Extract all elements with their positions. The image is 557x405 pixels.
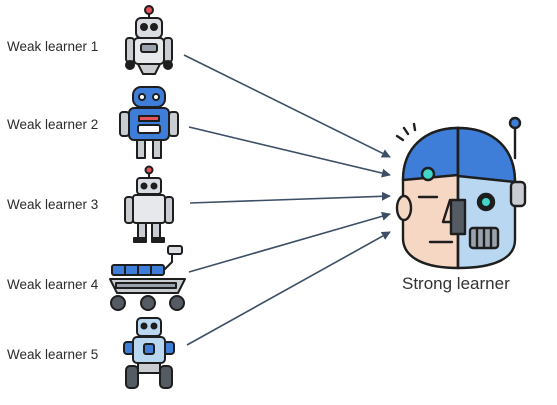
robot-gray-icon xyxy=(124,165,174,243)
robot-blue-icon xyxy=(119,86,179,159)
rover-robot-icon xyxy=(109,245,186,311)
weak-learner-4-label: Weak learner 4 xyxy=(7,277,99,292)
arrow-4 xyxy=(188,211,391,273)
robot-silver-icon xyxy=(125,5,173,75)
weak-learner-1-label: Weak learner 1 xyxy=(7,39,99,54)
robot-wheeled-icon xyxy=(123,317,175,389)
strong-learner-label: Strong learner xyxy=(402,274,510,293)
arrow-1 xyxy=(183,54,391,158)
weak-learner-2-label: Weak learner 2 xyxy=(7,117,99,132)
cyborg-head-icon xyxy=(395,116,527,270)
weak-learner-3-label: Weak learner 3 xyxy=(7,197,99,212)
arrow-5 xyxy=(186,231,391,346)
weak-learner-5-label: Weak learner 5 xyxy=(7,347,99,362)
arrow-3 xyxy=(189,191,391,204)
arrow-2 xyxy=(188,126,391,178)
